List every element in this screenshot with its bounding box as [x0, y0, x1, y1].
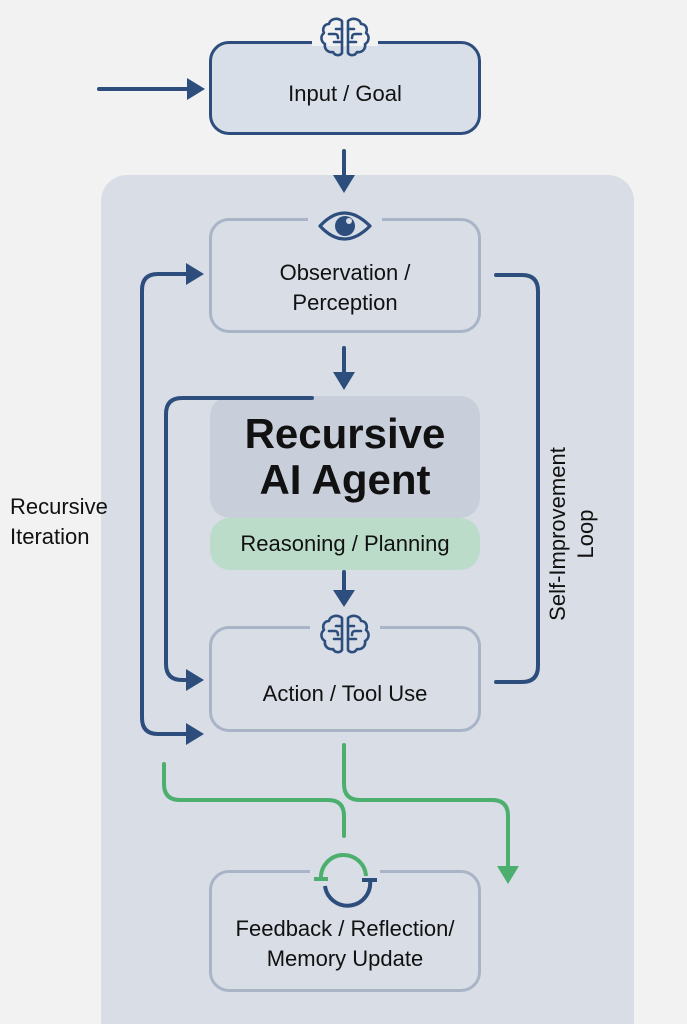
entry-arrowhead [187, 78, 205, 100]
recursive-iteration-label: Recursive Iteration [10, 492, 140, 552]
recursive-iteration-label-line2: Iteration [10, 524, 90, 549]
node-action-tool-use: Action / Tool Use [209, 626, 481, 732]
node-action-label: Action / Tool Use [262, 681, 428, 706]
node-input-goal: Input / Goal [209, 41, 481, 135]
node-observation-label-line1: Observation / [279, 259, 411, 285]
recursive-iteration-label-line1: Recursive [10, 494, 108, 519]
action-icon-gap [310, 625, 380, 631]
node-observation-label-line2: Perception [292, 289, 398, 315]
node-feedback-label-line2: Memory Update [266, 946, 424, 971]
self-improvement-label-line2: Loop [573, 509, 598, 559]
node-feedback-memory: Feedback / Reflection/ Memory Update [209, 870, 481, 992]
reasoning-planning-band: Reasoning / Planning [210, 518, 480, 570]
core-title-line2: AI Agent [259, 456, 431, 503]
node-observation: Observation / Perception [209, 218, 481, 333]
input-icon-gap [312, 40, 378, 46]
core-title-line1: Recursive [244, 410, 446, 457]
node-feedback-label-line1: Feedback / Reflection/ [235, 916, 455, 941]
node-input-label: Input / Goal [288, 81, 402, 106]
self-improvement-label-line1: Self-Improvement [545, 447, 570, 621]
feedback-icon-gap [310, 869, 380, 875]
observation-icon-gap [308, 217, 382, 223]
self-improvement-loop-label: Self-Improvement Loop [544, 414, 600, 654]
reasoning-label: Reasoning / Planning [240, 531, 450, 556]
